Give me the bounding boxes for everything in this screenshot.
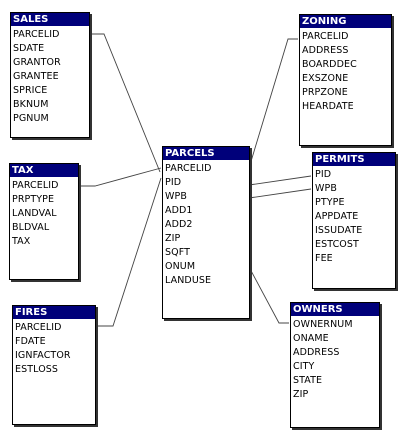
field: ONUM (165, 261, 196, 272)
field: EXSZONE (302, 73, 349, 84)
field-list: PARCELID PRPTYPE LANDVAL BLDVAL TAX (10, 177, 78, 249)
field: OWNERNUM (293, 319, 353, 330)
relationship-line (248, 175, 312, 186)
field: ISSUDATE (315, 225, 363, 236)
field: LANDVAL (12, 208, 57, 219)
field: ADD1 (165, 205, 193, 216)
field: BLDVAL (12, 222, 50, 233)
field: ADD2 (165, 219, 193, 230)
field: GRANTEE (13, 71, 59, 82)
table-parcels: PARCELS PARCELID PID WPB ADD1 ADD2 ZIP S… (162, 146, 250, 319)
field-list: PARCELID SDATE GRANTOR GRANTEE SPRICE BK… (11, 26, 89, 126)
table-title: TAX (10, 164, 78, 177)
field: SDATE (13, 43, 45, 54)
field-list: PARCELID FDATE IGNFACTOR ESTLOSS (13, 319, 95, 377)
field: CITY (293, 361, 315, 372)
field: SPRICE (13, 85, 48, 96)
relationship-line (248, 188, 312, 199)
field-list: PARCELID PID WPB ADD1 ADD2 ZIP SQFT ONUM… (163, 160, 249, 288)
field: PID (315, 169, 332, 180)
field: LANDUSE (165, 275, 212, 286)
field: STATE (293, 375, 323, 386)
field: FEE (315, 253, 333, 264)
field: SQFT (165, 247, 191, 258)
table-tax: TAX PARCELID PRPTYPE LANDVAL BLDVAL TAX (9, 163, 79, 280)
field: PRPZONE (302, 87, 348, 98)
table-title: OWNERS (291, 303, 379, 316)
field: FDATE (15, 336, 46, 347)
field: PID (165, 177, 182, 188)
table-zoning: ZONING PARCELID ADDRESS BOARDDEC EXSZONE… (299, 14, 392, 146)
field: ZIP (165, 233, 181, 244)
field: PARCELID (302, 31, 349, 42)
field: ADDRESS (293, 347, 340, 358)
field: WPB (165, 191, 187, 202)
field: BOARDDEC (302, 59, 357, 70)
field: PRPTYPE (12, 194, 55, 205)
field-list: PID WPB PTYPE APPDATE ISSUDATE ESTCOST F… (313, 166, 395, 266)
field: PTYPE (315, 197, 345, 208)
field: APPDATE (315, 211, 359, 222)
field: PARCELID (13, 29, 60, 40)
field: GRANTOR (13, 57, 61, 68)
field: ESTLOSS (15, 364, 59, 375)
table-fires: FIRES PARCELID FDATE IGNFACTOR ESTLOSS (12, 305, 96, 425)
field: ESTCOST (315, 239, 359, 250)
table-title: PARCELS (163, 147, 249, 160)
table-title: ZONING (300, 15, 391, 28)
field: PARCELID (165, 163, 212, 174)
table-title: SALES (11, 13, 89, 26)
field: HEARDATE (302, 101, 354, 112)
table-title: PERMITS (313, 153, 395, 166)
relationship-line (248, 38, 298, 169)
field: IGNFACTOR (15, 350, 71, 361)
field-list: OWNERNUM ONAME ADDRESS CITY STATE ZIP (291, 316, 379, 402)
field: PARCELID (12, 180, 59, 191)
table-sales: SALES PARCELID SDATE GRANTOR GRANTEE SPR… (10, 12, 90, 138)
field: PARCELID (15, 322, 62, 333)
field: ZIP (293, 389, 309, 400)
relationship-line (89, 33, 161, 173)
field: PGNUM (13, 113, 49, 124)
relationship-line (78, 167, 162, 187)
relationship-line (95, 177, 162, 327)
table-permits: PERMITS PID WPB PTYPE APPDATE ISSUDATE E… (312, 152, 396, 289)
table-title: FIRES (13, 306, 95, 319)
field: TAX (12, 236, 31, 247)
table-owners: OWNERS OWNERNUM ONAME ADDRESS CITY STATE… (290, 302, 380, 428)
field: BKNUM (13, 99, 49, 110)
field: WPB (315, 183, 337, 194)
field-list: PARCELID ADDRESS BOARDDEC EXSZONE PRPZON… (300, 28, 391, 114)
field: ONAME (293, 333, 329, 344)
relationship-line (248, 266, 289, 324)
field: ADDRESS (302, 45, 349, 56)
